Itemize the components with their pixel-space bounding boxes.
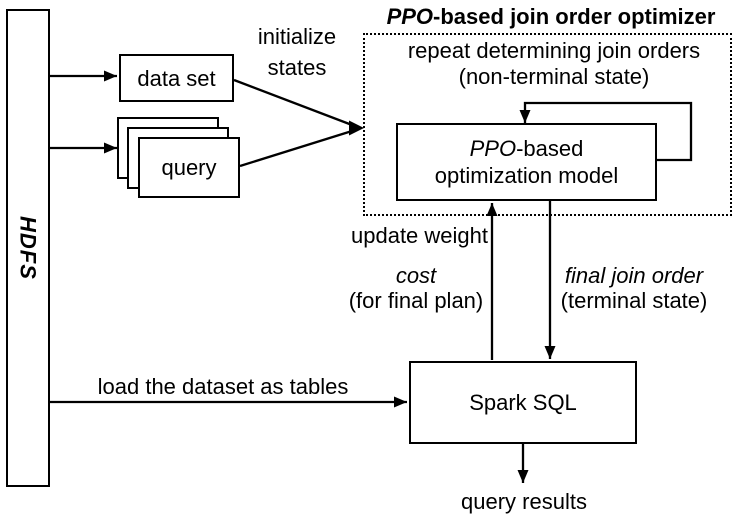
line-query-to-optimizer	[239, 129, 353, 168]
dataset-box: data set	[119, 54, 234, 102]
spark-sql-box: Spark SQL	[409, 361, 637, 444]
hdfs-box: HDFS	[6, 9, 50, 487]
repeat-note: repeat determining join orders (non-term…	[407, 38, 701, 89]
query-results-label: query results	[461, 489, 587, 514]
initialize-states-label: initialize states	[257, 24, 337, 80]
ppo-model-line1: PPO-based	[469, 136, 584, 161]
line-dataset-to-optimizer	[233, 78, 353, 127]
update-weight-label: update weight	[351, 223, 488, 248]
optimizer-title: PPO-based join order optimizer	[366, 4, 736, 30]
final-join-order-label: final join order (terminal state)	[560, 263, 708, 313]
arrow-repeat-loop	[519, 101, 693, 162]
query-label: query	[161, 155, 217, 180]
load-tables-label: load the dataset as tables	[97, 374, 349, 399]
ppo-model-box: PPO-based optimization model	[396, 123, 657, 201]
optimizer-title-ppo: PPO	[386, 4, 434, 29]
ppo-model-line2: optimization model	[434, 163, 619, 188]
optimizer-dotted-box	[363, 33, 732, 216]
query-box-front: query	[138, 137, 240, 198]
hdfs-label: HDFS	[15, 216, 41, 280]
optimizer-title-rest: -based join order optimizer	[433, 4, 716, 29]
dataset-label: data set	[137, 65, 216, 91]
arrowhead-initialize-states	[349, 120, 364, 136]
cost-label: cost (for final plan)	[348, 263, 484, 313]
spark-sql-label: Spark SQL	[469, 390, 577, 415]
